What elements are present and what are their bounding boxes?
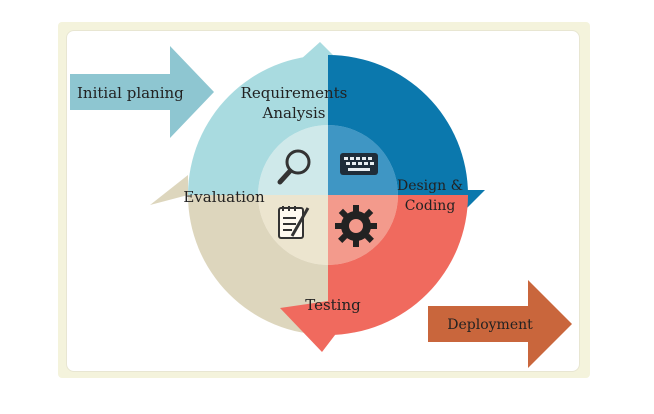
notepad-pen-icon: [278, 206, 310, 239]
design-label-line1: Design &: [397, 178, 463, 194]
initial-planning-label: Initial planing: [77, 84, 184, 102]
testing-arrowhead: [280, 300, 335, 352]
testing-label: Testing: [305, 296, 361, 314]
keyboard-icon: [340, 153, 378, 175]
hub-quadrant-requirements: [258, 125, 328, 195]
evaluation-arrowhead: [150, 175, 188, 205]
evaluation-label: Evaluation: [183, 188, 265, 206]
deployment-label: Deployment: [447, 317, 533, 333]
magnifier-icon: [277, 149, 311, 185]
requirements-label-line1: Requirements: [241, 84, 348, 102]
design-label-line2: Coding: [405, 198, 456, 214]
initial-planning-arrow: [70, 46, 214, 138]
deployment-arrow: [428, 280, 572, 368]
gear-icon: [335, 205, 377, 247]
requirements-label-line2: Analysis: [262, 104, 326, 122]
